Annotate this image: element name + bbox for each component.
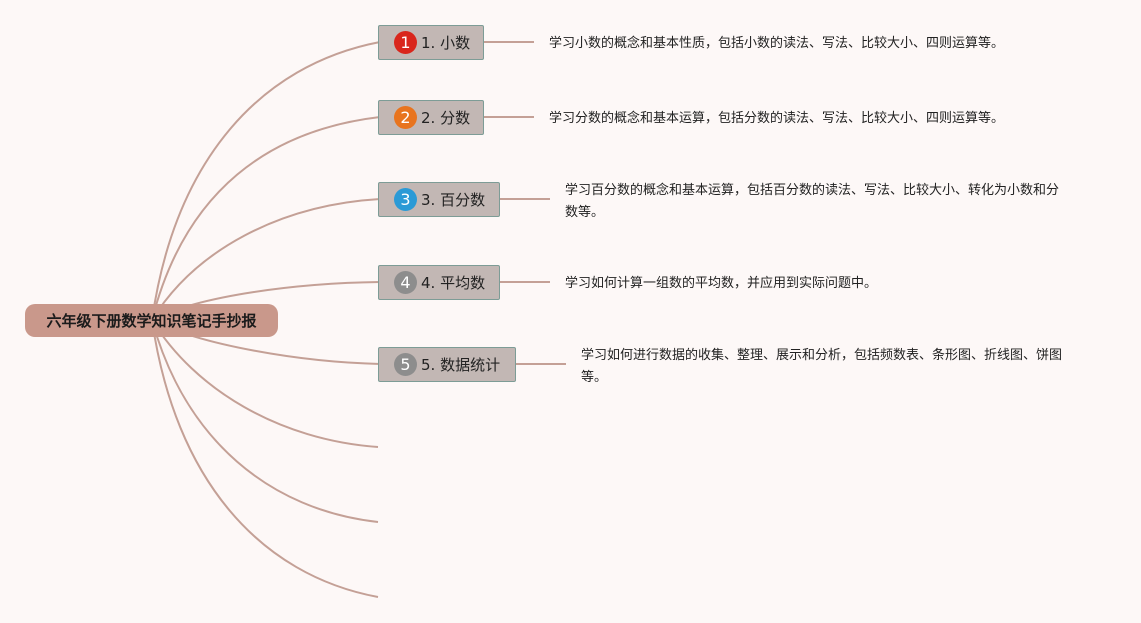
topic-node-2[interactable]: 2 2. 分数 [378, 100, 484, 135]
branch-line-empty-3 [151, 319, 379, 598]
number-badge-icon: 4 [394, 271, 417, 294]
topic-description-2: 学习分数的概念和基本运算，包括分数的读法、写法、比较大小、四则运算等。 [549, 111, 1005, 126]
topic-label: 1. 小数 [421, 34, 471, 52]
number-badge-icon: 5 [394, 353, 417, 376]
topic-label: 2. 分数 [421, 109, 471, 127]
branch-line-2 [151, 116, 381, 321]
root-title: 六年级下册数学知识笔记手抄报 [46, 312, 257, 330]
root-node[interactable]: 六年级下册数学知识笔记手抄报 [25, 304, 278, 337]
topic-node-3[interactable]: 3 3. 百分数 [378, 182, 500, 217]
branch-line-empty-2 [151, 319, 379, 523]
branch-line-empty-1 [151, 319, 379, 448]
topic-node-1[interactable]: 1 1. 小数 [378, 25, 484, 60]
number-badge-icon: 3 [394, 188, 417, 211]
topic-label: 3. 百分数 [421, 191, 486, 209]
number-badge-icon: 1 [394, 31, 417, 54]
topic-label: 4. 平均数 [421, 274, 486, 292]
topic-label: 5. 数据统计 [421, 356, 501, 374]
topic-description-1: 学习小数的概念和基本性质，包括小数的读法、写法、比较大小、四则运算等。 [549, 36, 1005, 51]
topic-description-3: 学习百分数的概念和基本运算，包括百分数的读法、写法、比较大小、转化为小数和分数等… [565, 183, 1060, 220]
topic-node-4[interactable]: 4 4. 平均数 [378, 265, 500, 300]
branch-line-3 [151, 198, 381, 321]
topic-description-5: 学习如何进行数据的收集、整理、展示和分析，包括频数表、条形图、折线图、饼图等。 [581, 348, 1063, 385]
topic-node-5[interactable]: 5 5. 数据统计 [378, 347, 516, 382]
branch-line-1 [151, 41, 381, 321]
number-badge-icon: 2 [394, 106, 417, 129]
topic-description-4: 学习如何计算一组数的平均数，并应用到实际问题中。 [565, 276, 878, 291]
